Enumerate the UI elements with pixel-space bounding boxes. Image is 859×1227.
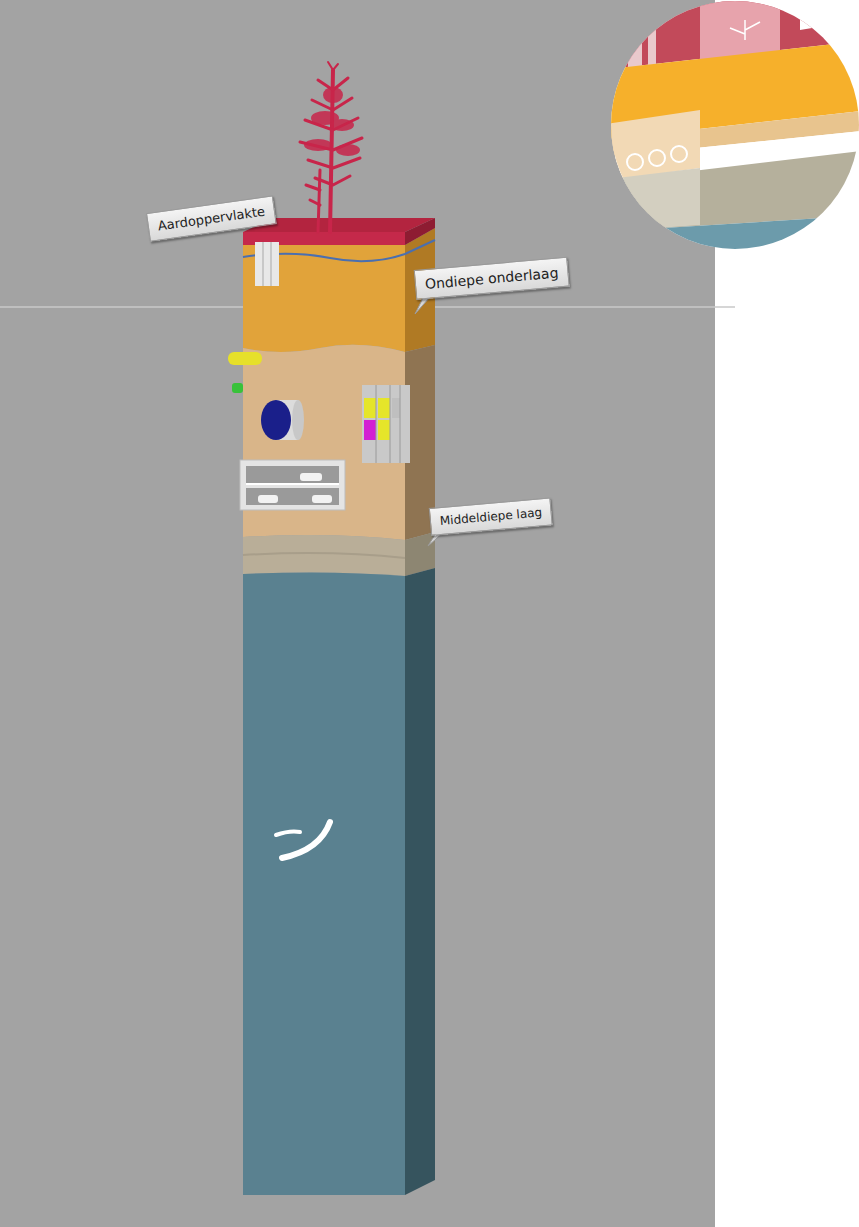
storage-grid bbox=[362, 385, 410, 463]
tree bbox=[300, 62, 362, 232]
inset-circle bbox=[600, 0, 859, 260]
tag-text: Ondiepe onderlaag bbox=[424, 264, 559, 292]
background bbox=[0, 0, 715, 1227]
wells bbox=[255, 242, 279, 286]
green-pipe bbox=[232, 383, 243, 393]
tag-text: Middeldiepe laag bbox=[439, 505, 542, 528]
yellow-pipe bbox=[228, 352, 262, 365]
parking-garage bbox=[240, 460, 345, 510]
deep-borehole bbox=[282, 822, 330, 858]
tunnel-cylinder bbox=[261, 400, 304, 440]
